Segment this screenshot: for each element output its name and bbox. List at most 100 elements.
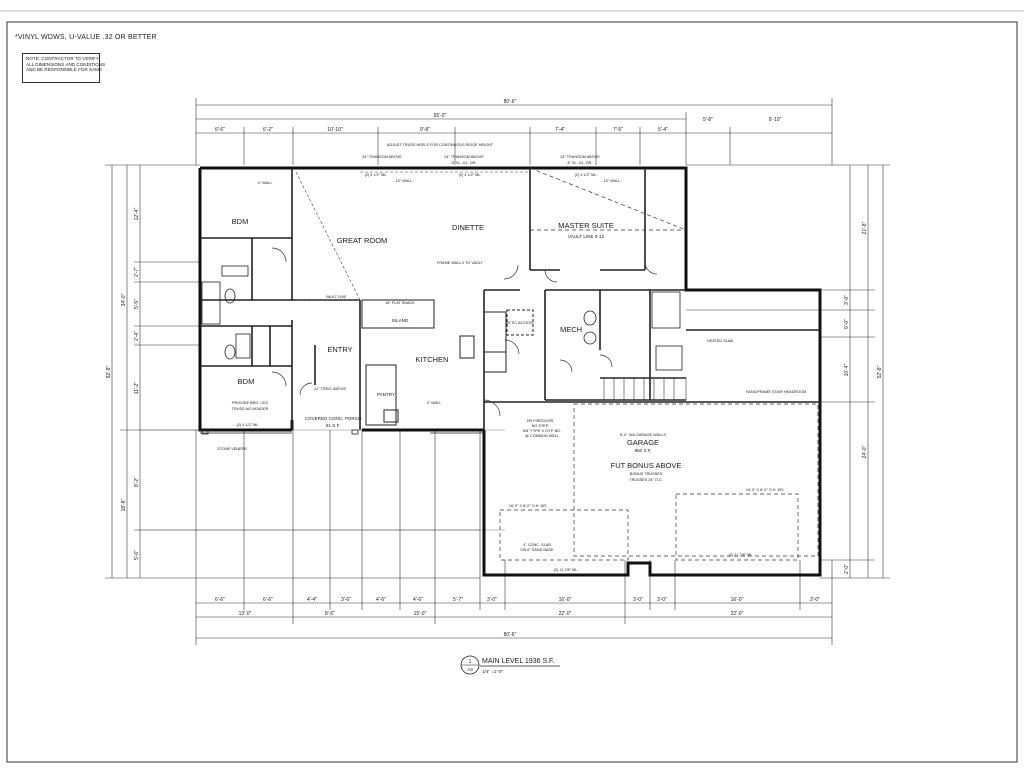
porch-sf-label: 51 S.F. [326, 423, 340, 428]
contractor-note-line-2: ALL DIMENSIONS AND CONDITIONS [26, 61, 106, 67]
dim-bot-4: 3'-6" [341, 597, 351, 603]
right-dimension-lines [686, 164, 890, 579]
dim-bot2-3: 15'-0" [414, 611, 427, 617]
exterior-walls [198, 166, 822, 577]
dim-left-7: 5'-6" [134, 550, 140, 560]
note-gyp-bd: 5/8" TYPE X GYP. BD. [523, 429, 561, 433]
dim-left-6: 8'-2" [134, 477, 140, 487]
right-dimension-text: 52'-8" 21'-8" 3'-0" 5'-0" 10'-4" 24'-0" … [844, 221, 883, 574]
range [483, 311, 507, 353]
note-bonus-trusses: BONUS TRUSSES [630, 472, 663, 476]
water-heater [655, 345, 683, 371]
contractor-note-line-1: NOTE: CONTRACTOR TO VERIFY [26, 56, 99, 61]
note-sand-base: ON 6" SAND BASE [521, 548, 554, 552]
note-window-3: (2) 4 1/2" ML. [575, 173, 598, 177]
dim-bot-10: 3'-0" [633, 597, 643, 603]
garage-dashed-lines [499, 167, 819, 561]
dim-bot-11: 3'-0" [657, 597, 667, 603]
island-label: ISLAND [392, 318, 409, 323]
drawing-scale: 1/4" =1'-0" [482, 669, 503, 674]
note-brg-leg: PROVIDE BRG. LEG [232, 401, 268, 405]
note-wall-2: 10" WALL [396, 179, 413, 183]
island [361, 299, 435, 329]
note-raised-heel: ADJUST TRUSS HEELS FOR CONTINUOUS RIDGE … [387, 143, 494, 147]
vanity-1 [221, 265, 249, 277]
room-garage: GARAGE [627, 438, 659, 447]
dim-top-5: 7'-4" [555, 127, 565, 133]
dim-top-2: 6'-2" [263, 127, 273, 133]
note-stone-veneer: STONE VENEER [217, 447, 247, 451]
bottom-dimension-text: 6'-6" 6'-6" 4'-4" 3'-6" 4'-6" 4'-6" 5'-7… [215, 597, 820, 638]
note-oh-door-1: 16'-0" X 8'-0" O.H. DR. [509, 504, 547, 508]
master-toilet [583, 310, 597, 326]
dishwasher [383, 409, 399, 423]
door-swings [271, 247, 658, 417]
note-conc-slab: 4" CONC. SLAB [523, 543, 551, 547]
attic-access [506, 309, 534, 336]
room-master-suite: MASTER SUITE [558, 221, 613, 230]
dim-left-inner: 34'-0" [121, 293, 127, 306]
note-wall-3: 10" WALL [604, 179, 621, 183]
dim-left-2: 2'-7" [134, 267, 140, 277]
refrigerator [459, 335, 475, 359]
dim-top-7: 5'-4" [658, 127, 668, 133]
stair-treads [603, 377, 687, 401]
plan-notes: ADJUST TRUSS HEELS FOR CONTINUOUS RIDGE … [217, 143, 806, 572]
dim-top-4: 9'-8" [420, 127, 430, 133]
dim-bot-13: 3'-0" [810, 597, 820, 603]
sheet-number: A3 [467, 667, 473, 672]
dim-left-5: 11'-2" [134, 382, 140, 395]
master-lav [583, 331, 597, 345]
detail-number: 1 [469, 659, 472, 665]
dim-bot-3: 4'-4" [307, 597, 317, 603]
dim-bot-12: 16'-0" [731, 597, 744, 603]
dim-right-1: 21'-8" [862, 221, 868, 234]
dim-left-outer: 52'-8" [106, 365, 112, 378]
note-attic-access: ATTIC ACCESS [506, 321, 534, 325]
note-frame-walls: FRAME WALLS TO VAULT [437, 261, 484, 265]
note-transom-3: 24" TRANSOM ABOVE [560, 155, 600, 159]
dim-top-3: 10'-10" [327, 127, 343, 133]
sheet-border [6, 21, 1018, 763]
dim-right-2: 3'-0" [844, 295, 850, 305]
dim-bot2-5: 22'-0" [731, 611, 744, 617]
room-mech: MECH [560, 325, 582, 334]
room-labels: BDM BDM GREAT ROOM DINETTE MASTER SUITE … [232, 217, 682, 470]
pantry [365, 364, 397, 426]
small-room-labels: VAULT LINE 3-12 ISLAND PANTRY 850 S.F. C… [305, 234, 652, 453]
top-dimension-text: 80'-6" 65'-0" 6'-6" 6'-2" 10'-10" 9'-8" … [215, 99, 782, 133]
drawing-title: MAIN LEVEL 1936 S.F. [482, 658, 555, 665]
note-ml-1: (2) 11 7/8" ML. [554, 568, 579, 572]
pantry-label: PANTRY [377, 392, 395, 397]
kitchen-fixtures [361, 299, 534, 426]
note-stair-headroom: HAND/FRAME STAIR HEADROOM [746, 390, 806, 394]
dim-right-4: 10'-4" [844, 363, 850, 376]
note-garage-walls: 8'-0" 2x6 GARAGE WALLS [620, 433, 666, 437]
vault-lines [295, 171, 530, 301]
dim-overall-top: 80'-6" [504, 99, 517, 105]
dim-right-5: 24'-0" [862, 445, 868, 458]
note-no-step: NO STEP [532, 424, 549, 428]
note-window-1: (2) 4 1/2" ML. [365, 173, 388, 177]
dim-left-lower: 18'-8" [121, 498, 127, 511]
grid-extension-lines [140, 429, 505, 531]
bottom-dimension-lines [195, 430, 833, 645]
master-shower [651, 291, 681, 329]
bath-fixtures [201, 265, 683, 371]
note-transom-2: 24" TRANSOM ABOVE [444, 155, 484, 159]
porch-details [200, 429, 484, 435]
garage-sf-label: 850 S.F. [635, 448, 652, 453]
toilet-2 [224, 344, 236, 360]
room-bdm-top: BDM [232, 217, 249, 226]
dim-top-1: 6'-6" [215, 127, 225, 133]
note-trusses-oc: TRUSSES 24" O.C. [629, 478, 662, 482]
note-heated-slab: HEATED SLAB [707, 339, 733, 343]
note-fire-door: HR FIREDOOR [527, 419, 554, 423]
dim-overall-bottom: 80'-6" [504, 632, 517, 638]
dim-left-1: 12'-4" [134, 207, 140, 220]
dim-bot-1: 6'-6" [215, 597, 225, 603]
dim-right-6: 2'-0" [844, 564, 850, 574]
vanity-2 [235, 333, 251, 359]
dim-bot2-4: 22'-0" [559, 611, 572, 617]
